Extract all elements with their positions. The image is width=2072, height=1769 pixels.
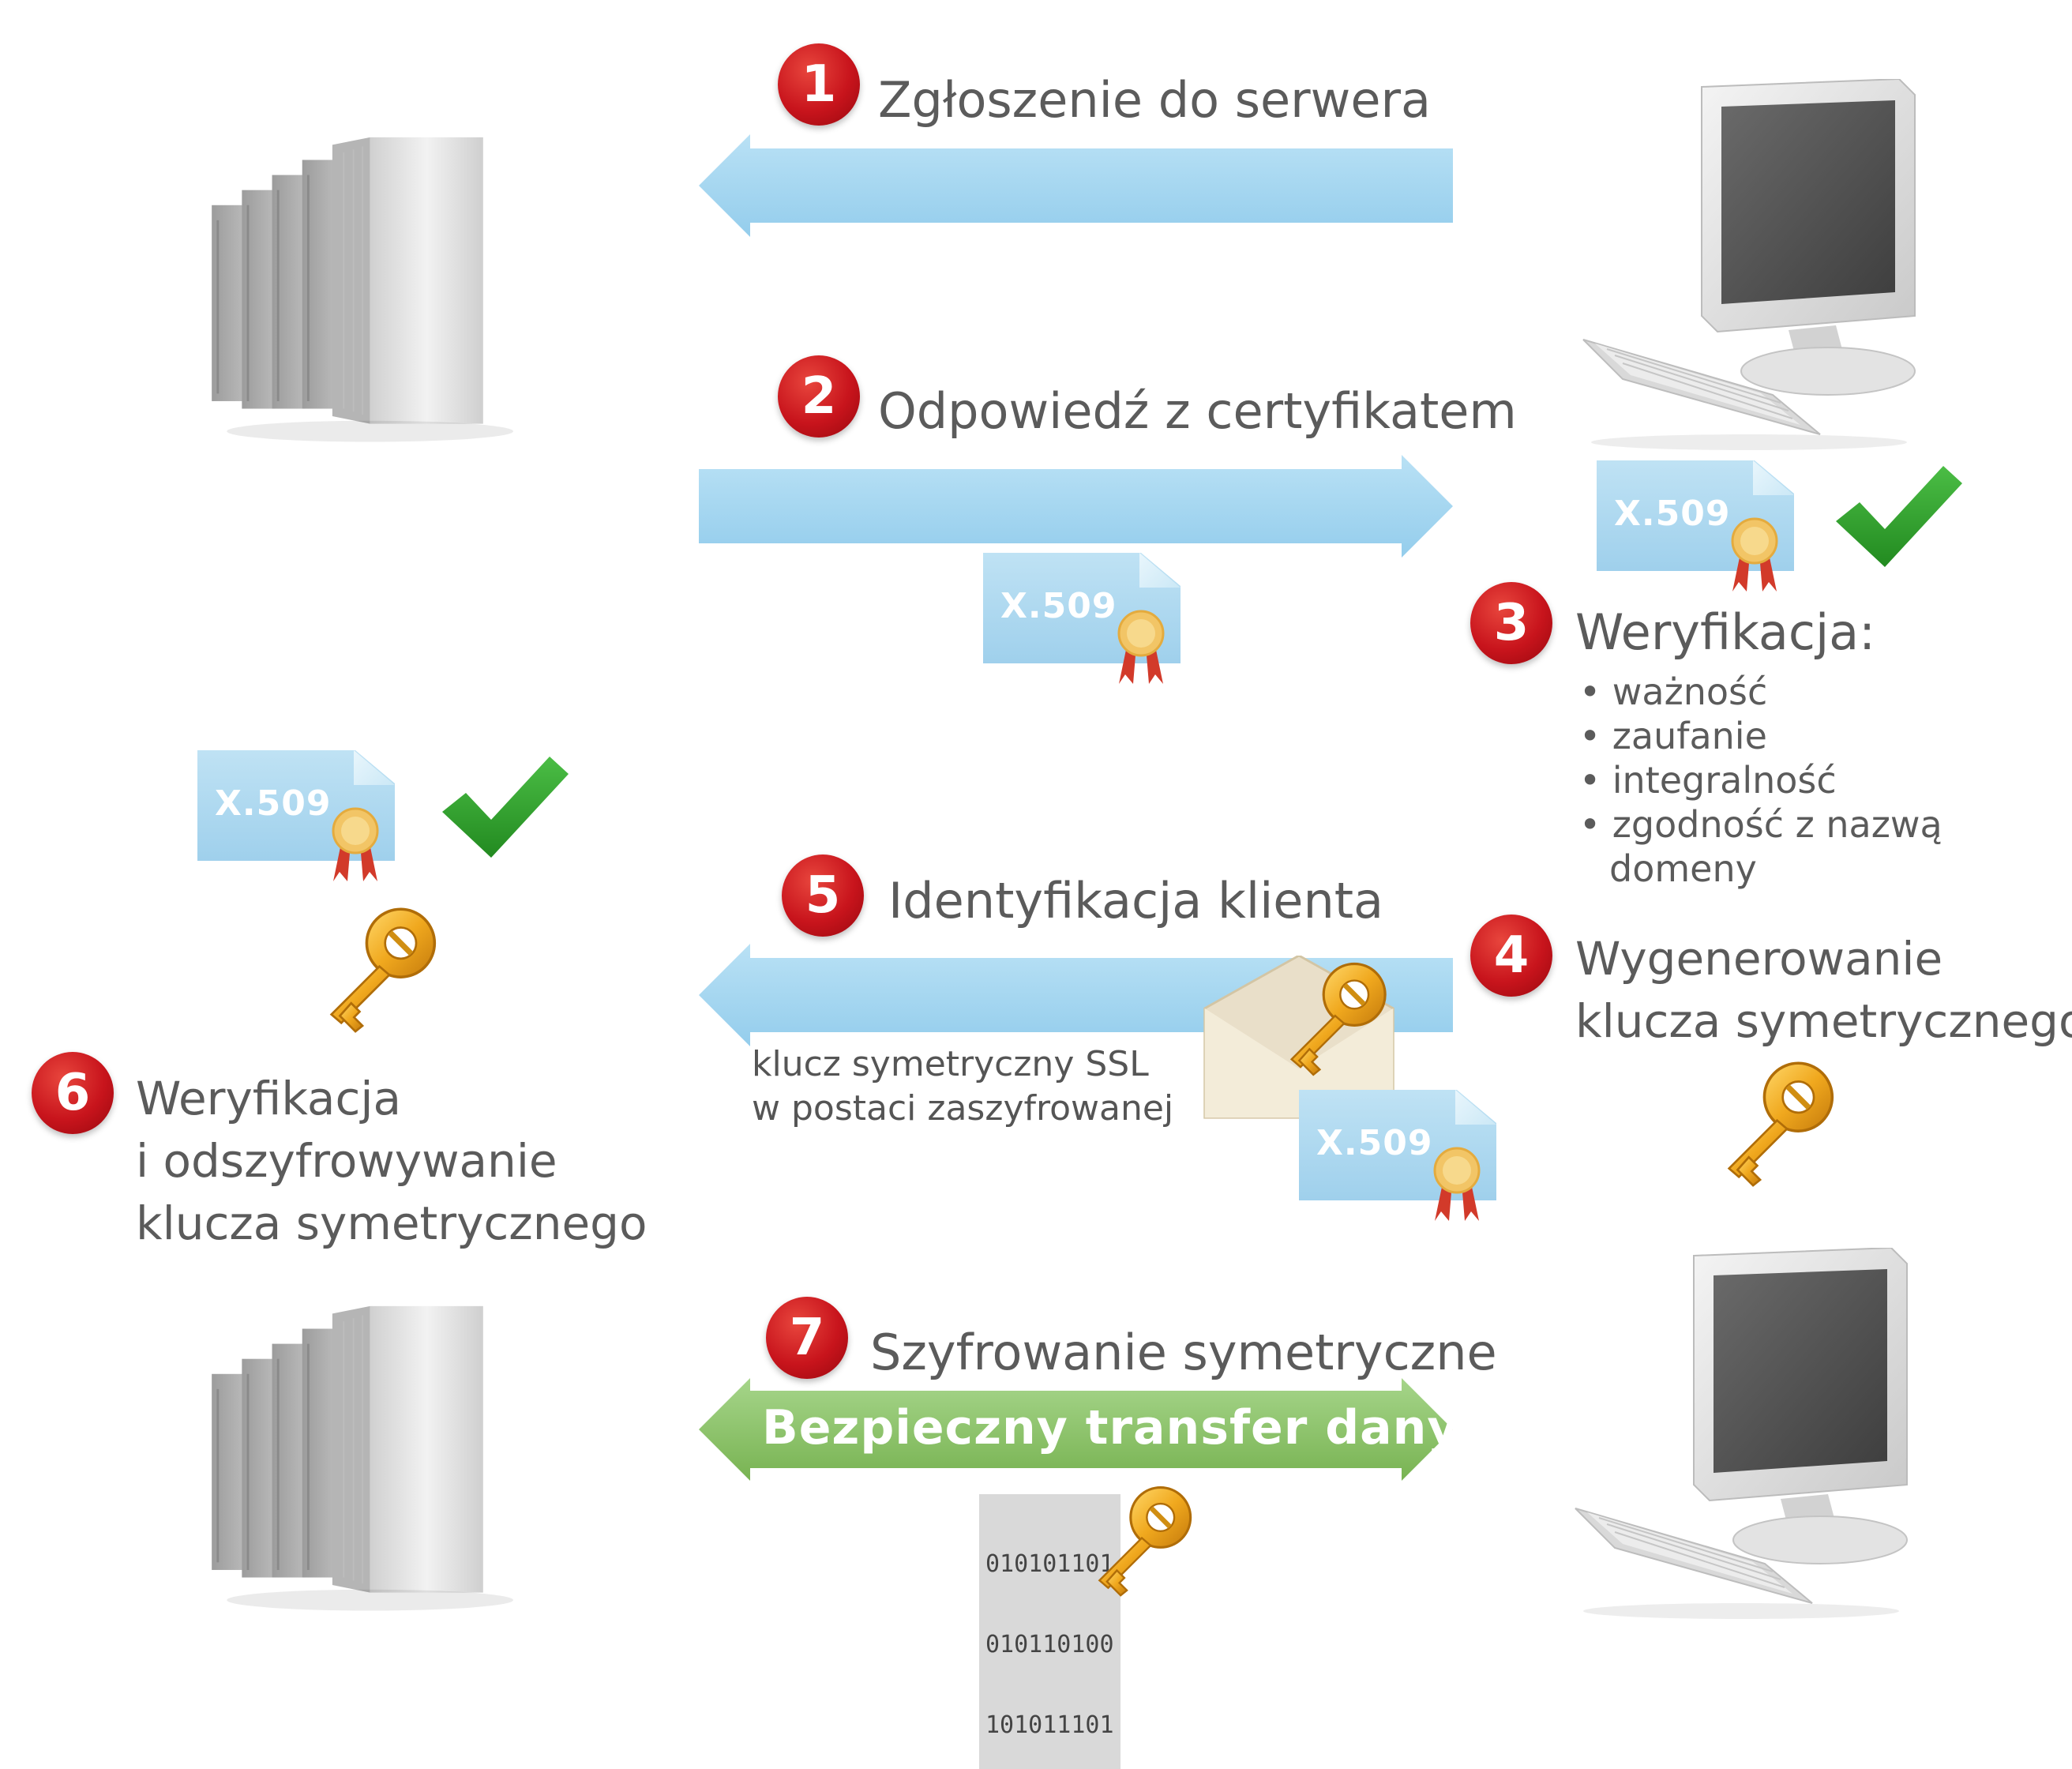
verification-item: zgodność z nazwą <box>1579 802 1942 847</box>
encrypted-key-note-line: w postaci zaszyfrowanej <box>752 1088 1174 1129</box>
step-7-label: Szyfrowanie symetryczne <box>870 1324 1497 1381</box>
step-3-badge: 3 <box>1470 582 1552 664</box>
step-6-label-line: i odszyfrowywanie <box>136 1134 557 1188</box>
key-icon <box>1086 1483 1204 1602</box>
step-4-badge: 4 <box>1470 915 1552 997</box>
response-arrow <box>699 455 1457 558</box>
certificate-icon: X.509 <box>1299 1090 1496 1223</box>
step-1-label: Zgłoszenie do serwera <box>878 71 1432 129</box>
step-2-label: Odpowiedź z certyfikatem <box>878 382 1517 440</box>
checkmark-icon <box>1836 466 1962 567</box>
secure-transfer-arrow <box>699 1378 1457 1481</box>
step-1-badge: 1 <box>778 43 860 126</box>
step-4-label-line: klucza symetrycznego <box>1575 994 2072 1048</box>
step-5-badge: 5 <box>782 854 864 937</box>
encrypted-key-note-line: klucz symetryczny SSL <box>752 1044 1149 1084</box>
checkmark-icon <box>442 757 569 858</box>
key-icon <box>1714 1058 1848 1192</box>
secure-transfer-label: Bezpieczny transfer danych <box>762 1400 1522 1455</box>
step-6-label-line: klucza symetrycznego <box>136 1196 648 1250</box>
server-icon <box>210 1305 513 1612</box>
step-4-label: Wygenerowanie klucza symetrycznego <box>1575 928 2072 1053</box>
encrypted-key-note: klucz symetryczny SSL w postaci zaszyfro… <box>752 1042 1173 1131</box>
binary-line: 101011101 <box>985 1711 1114 1739</box>
binary-line: 010101101 <box>985 1550 1114 1578</box>
step-6-label-line: Weryfikacja <box>136 1072 401 1125</box>
step-6-label: Weryfikacja i odszyfrowywanie klucza sym… <box>136 1068 648 1255</box>
certificate-icon: X.509 <box>1597 460 1794 593</box>
binary-line: 010110100 <box>985 1631 1114 1658</box>
step-3-label: Weryfikacja: <box>1575 603 1876 661</box>
step-7-badge: 7 <box>766 1297 848 1379</box>
verification-item: ważność <box>1579 670 1942 714</box>
key-icon <box>316 904 450 1038</box>
step-4-label-line: Wygenerowanie <box>1575 932 1943 986</box>
request-arrow <box>699 134 1457 237</box>
server-icon <box>210 136 513 443</box>
verification-list: ważność zaufanie integralność zgodność z… <box>1579 670 1942 891</box>
step-6-badge: 6 <box>32 1052 114 1134</box>
verification-item: zaufanie <box>1579 714 1942 758</box>
step-5-label: Identyfikacja klienta <box>888 872 1384 930</box>
certificate-icon: X.509 <box>983 553 1181 685</box>
certificate-icon: X.509 <box>197 750 395 883</box>
step-2-badge: 2 <box>778 355 860 438</box>
verification-item: integralność <box>1579 758 1942 802</box>
computer-icon <box>1575 1248 1908 1619</box>
verification-item-continuation: domeny <box>1609 847 1757 890</box>
computer-icon <box>1582 79 1916 450</box>
